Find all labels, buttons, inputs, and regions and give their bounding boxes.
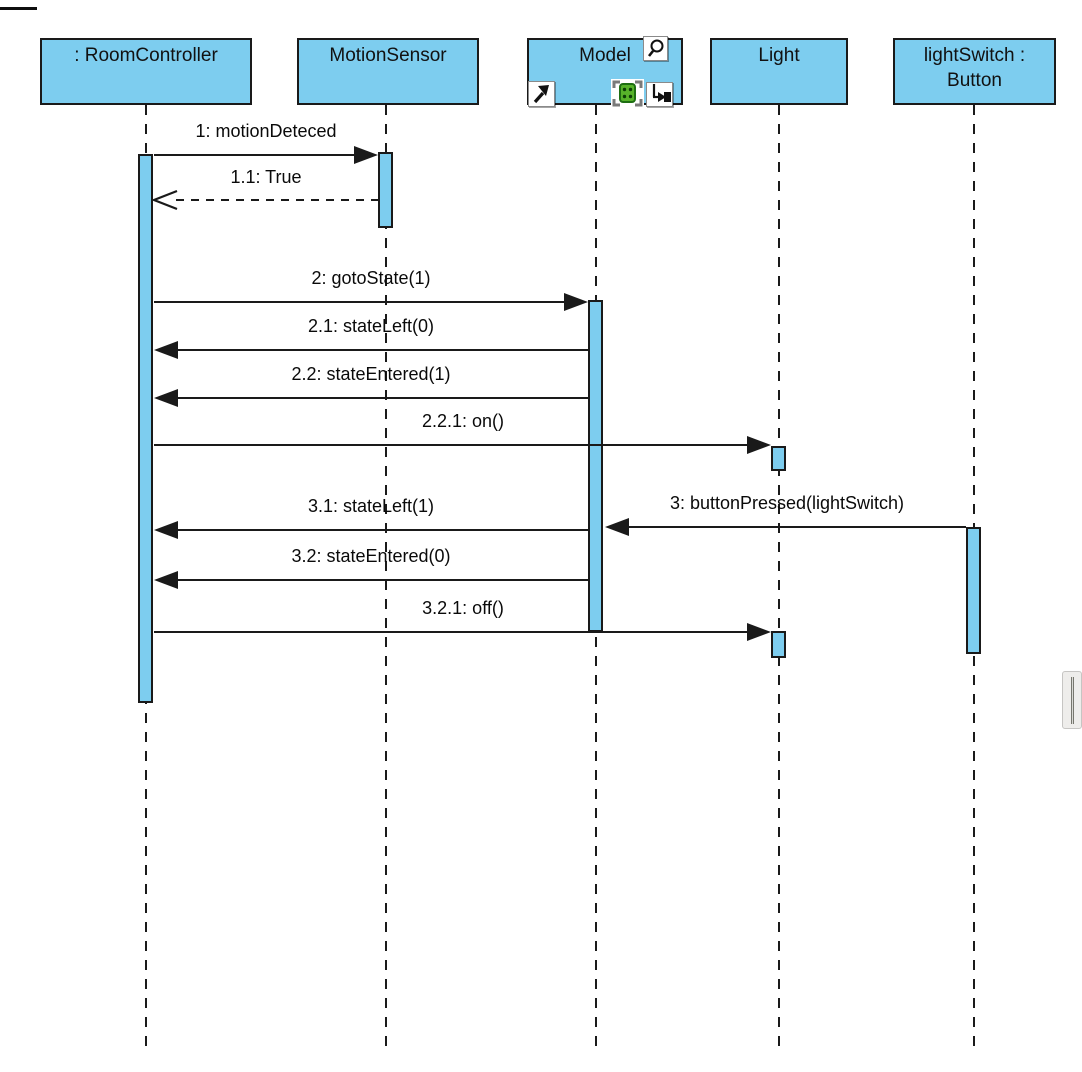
message-line (154, 444, 749, 446)
window-edge-line (0, 7, 37, 10)
scrollbar-grip-line (1071, 677, 1074, 724)
message-line (176, 349, 588, 351)
arrowhead-icon (154, 341, 178, 359)
arrowhead-icon (564, 293, 588, 311)
lifeline-motionsensor[interactable] (385, 105, 387, 1050)
lifeline-light[interactable] (778, 105, 780, 1050)
message-label: 2.1: stateLeft(0) (307, 316, 435, 336)
arrowhead-icon (747, 436, 771, 454)
open-arrowhead-icon (151, 189, 178, 211)
message-line (176, 199, 378, 201)
arrowhead-icon (354, 146, 378, 164)
drill-down-glyph (652, 84, 671, 102)
arrowhead-icon (154, 389, 178, 407)
state-machine-glyph (612, 80, 643, 107)
lifeline-head-motionsensor[interactable]: MotionSensor (297, 38, 479, 105)
zoom-icon[interactable] (643, 36, 668, 61)
activation-bar-model[interactable] (588, 300, 603, 632)
message-line (176, 579, 588, 581)
navigate-arrow-glyph (533, 85, 549, 104)
lifeline-head-lightswitch[interactable]: lightSwitch : Button (893, 38, 1056, 105)
lifeline-label: Light (758, 45, 800, 66)
activation-bar-motionsensor[interactable] (378, 152, 393, 228)
message-label: 3.2: stateEntered(0) (291, 546, 451, 566)
lifeline-label: Model (579, 45, 631, 66)
message-label: 2.2: stateEntered(1) (291, 364, 451, 384)
message-label: 3.2.1: off() (422, 598, 504, 618)
activation-bar-roomcontroller[interactable] (138, 154, 153, 703)
message-label: 1: motionDeteced (195, 121, 337, 141)
lifeline-head-light[interactable]: Light (710, 38, 848, 105)
message-line (154, 301, 567, 303)
lifeline-label: : RoomController (74, 45, 218, 66)
drill-down-icon[interactable] (646, 82, 673, 107)
zoom-icon-glyph (647, 39, 664, 57)
navigate-arrow-icon[interactable] (528, 81, 555, 107)
message-line (154, 154, 357, 156)
message-line (626, 526, 966, 528)
message-label: 3: buttonPressed(lightSwitch) (669, 493, 905, 513)
lifeline-label: lightSwitch : Button (923, 45, 1026, 91)
lifeline-label: MotionSensor (329, 45, 447, 66)
message-line (176, 397, 588, 399)
arrowhead-icon (747, 623, 771, 641)
arrowhead-icon (605, 518, 629, 536)
activation-bar-light-1[interactable] (771, 446, 786, 471)
message-line (154, 631, 749, 633)
message-label: 2.2.1: on() (421, 411, 505, 431)
vertical-scrollbar-thumb[interactable] (1062, 671, 1082, 729)
message-label: 3.1: stateLeft(1) (307, 496, 435, 516)
activation-bar-lightswitch[interactable] (966, 527, 981, 654)
arrowhead-icon (154, 521, 178, 539)
activation-bar-light-2[interactable] (771, 631, 786, 658)
message-line (176, 529, 588, 531)
state-machine-icon[interactable] (611, 79, 644, 108)
message-label: 1.1: True (230, 167, 302, 187)
lifeline-head-roomcontroller[interactable]: : RoomController (40, 38, 252, 105)
message-label: 2: gotoState(1) (311, 268, 431, 288)
arrowhead-icon (154, 571, 178, 589)
